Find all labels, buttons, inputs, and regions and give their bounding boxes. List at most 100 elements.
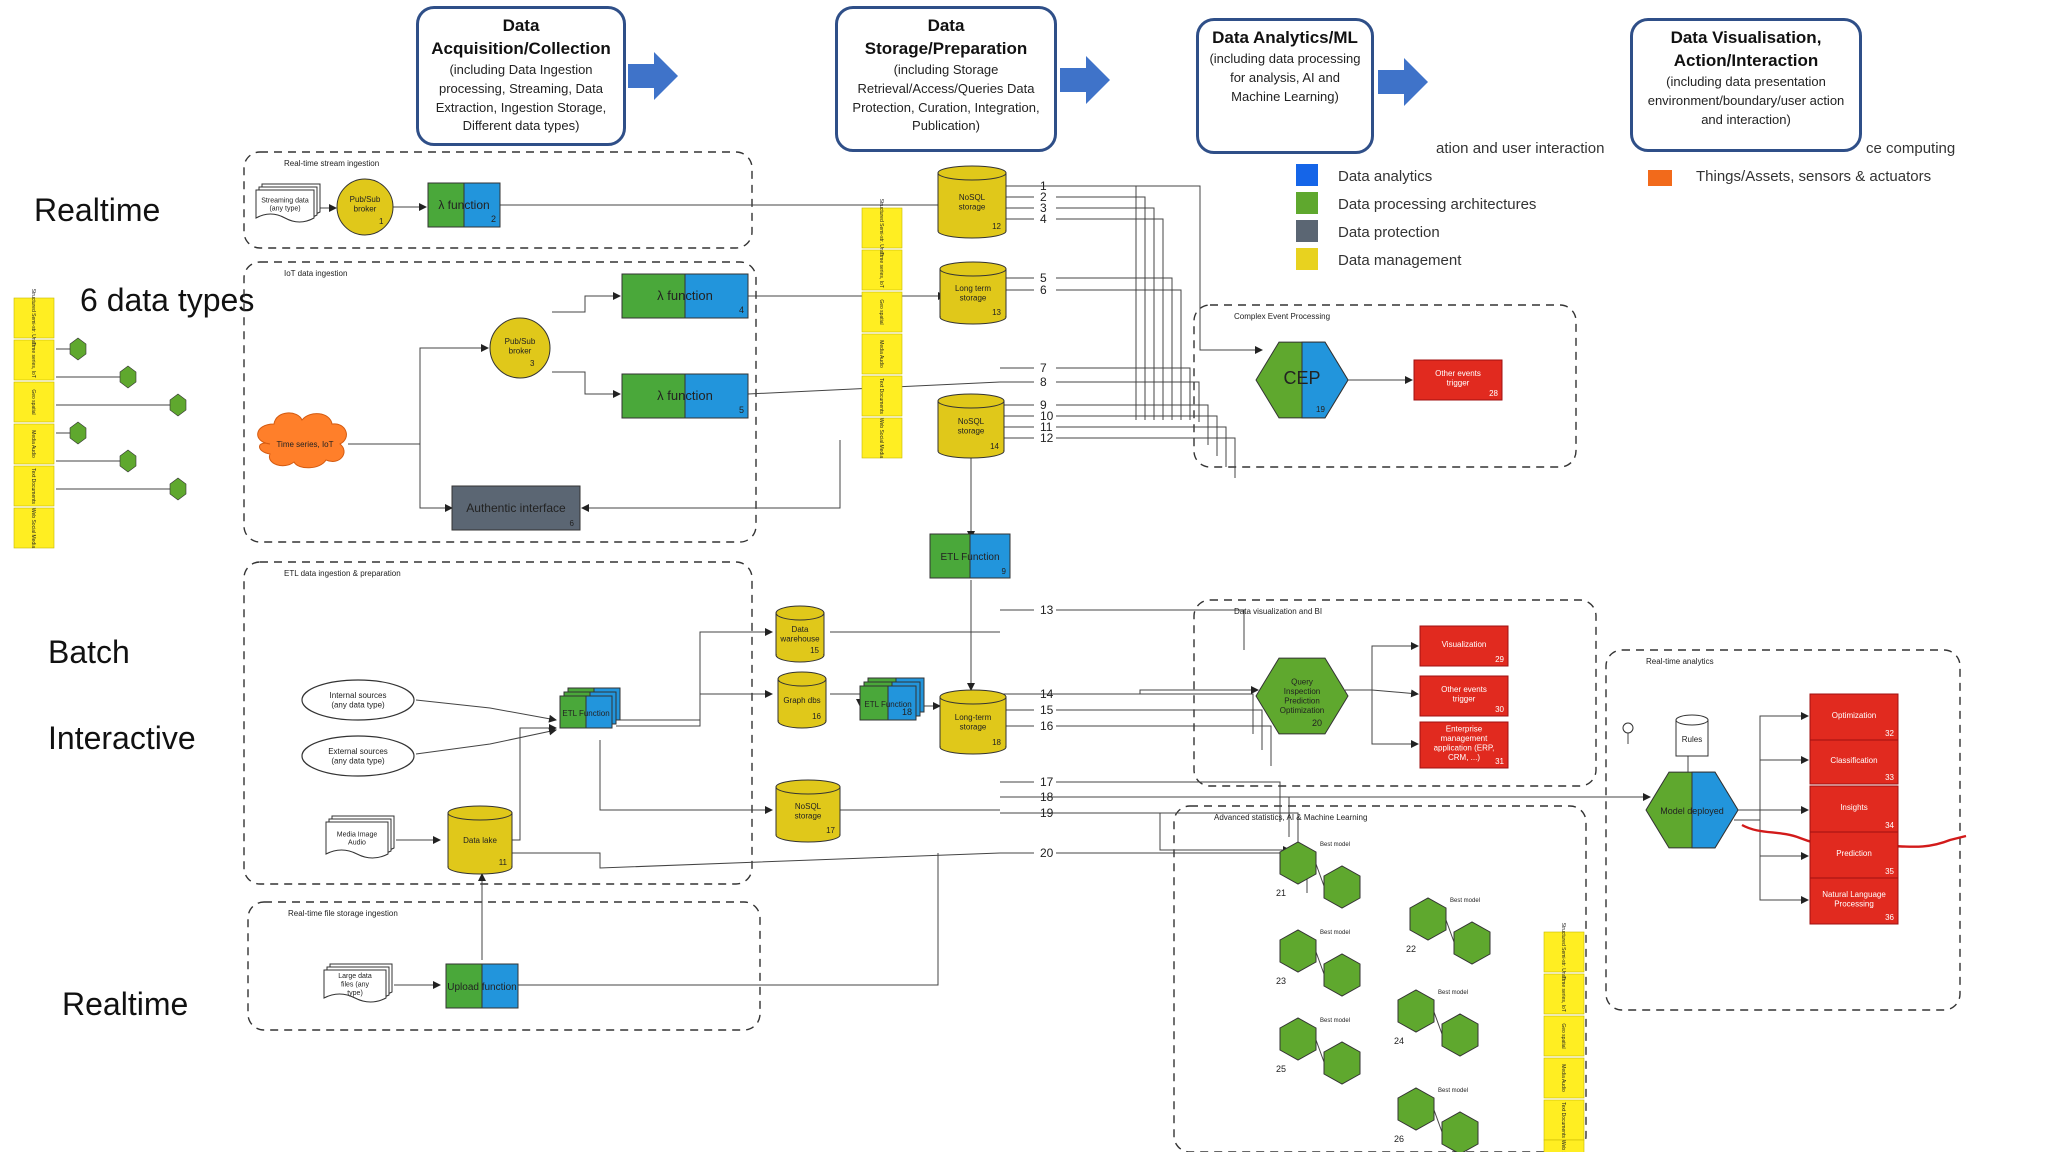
bus-route-1 bbox=[1056, 185, 1137, 420]
optimization-32-label: Optimization bbox=[1832, 711, 1876, 720]
bus-label-5: 5 bbox=[1040, 271, 1047, 285]
legend-swatch-3 bbox=[1296, 248, 1318, 270]
line-bi-to-trigger30 bbox=[1371, 689, 1419, 698]
sticky-note-label-5: Web Social Media bbox=[30, 508, 36, 548]
nosql-storage-14-top bbox=[937, 393, 1005, 409]
lambda-function-4-green bbox=[621, 273, 686, 319]
ml-cell-number-2: 23 bbox=[1276, 976, 1286, 986]
legend-swatch-things bbox=[1648, 170, 1672, 186]
line-model-to-nlp bbox=[1759, 856, 1809, 904]
ml-cell-b-0 bbox=[1323, 865, 1361, 909]
sticky-note-12 bbox=[1543, 931, 1585, 973]
etl-function-18-stack-0-number: 18 bbox=[902, 707, 912, 717]
line-bus-to-cep bbox=[1000, 185, 1263, 354]
label-realtime-top: Realtime bbox=[34, 192, 161, 228]
mini-hex-0 bbox=[69, 337, 87, 361]
ml-cell-best-0: Best model bbox=[1320, 842, 1350, 848]
pubsub-broker-1 bbox=[336, 178, 394, 236]
nlp-36 bbox=[1809, 877, 1899, 925]
sticky-note-label-16: Text Documents bbox=[1560, 1102, 1566, 1138]
line-cloud-to-auth bbox=[419, 444, 453, 512]
ml-cell-link-0 bbox=[1315, 863, 1325, 887]
ml-cell-number-1: 22 bbox=[1406, 944, 1416, 954]
sticky-note-label-0: Structured Semi-str. Unstr. bbox=[30, 289, 36, 348]
legend-swatch-0 bbox=[1296, 164, 1318, 186]
sticky-note-16 bbox=[1543, 1099, 1585, 1141]
label-data-types: 6 data types bbox=[80, 282, 255, 318]
mini-hex-2 bbox=[169, 393, 187, 417]
legend-partial-left: ation and user interaction bbox=[1436, 140, 1605, 157]
group-rta-title: Real-time analytics bbox=[1646, 657, 1714, 666]
ml-cell-a-0 bbox=[1279, 841, 1317, 885]
phase-visualisation-title: Data Visualisation, Action/Interaction bbox=[1670, 28, 1822, 70]
data-warehouse-15-top bbox=[775, 605, 825, 621]
bus-route-16 bbox=[1056, 725, 1272, 766]
bus-label-19: 19 bbox=[1040, 806, 1054, 820]
nosql-storage-17-top bbox=[775, 779, 841, 795]
group-etl bbox=[243, 561, 753, 885]
bus-route-10 bbox=[1056, 415, 1218, 456]
longterm-storage-13-fill bbox=[940, 269, 1006, 316]
sticky-note-1 bbox=[13, 339, 55, 381]
nosql-storage-12 bbox=[937, 165, 1007, 239]
legend-partial-right: ce computing bbox=[1866, 140, 1956, 157]
longterm-storage-18 bbox=[939, 689, 1007, 755]
bi-hexagon-number: 20 bbox=[1312, 718, 1322, 728]
legend-item-analytics: Data analytics bbox=[1338, 168, 1433, 185]
line-bi-to-enterprise bbox=[1371, 690, 1419, 748]
legend-partial-things: Things/Assets, sensors & actuators bbox=[1696, 168, 1932, 185]
media-doc-sheet-0 bbox=[325, 821, 389, 859]
ml-cell-best-1: Best model bbox=[1450, 898, 1480, 904]
classification-33-label: Classification bbox=[1830, 756, 1877, 765]
bus-label-9: 9 bbox=[1040, 398, 1047, 412]
model-hexagon-blue-half bbox=[1691, 771, 1739, 849]
pubsub-broker-1-number: 1 bbox=[379, 217, 384, 226]
sticky-note-2 bbox=[13, 381, 55, 423]
ml-cell-number-0: 21 bbox=[1276, 888, 1286, 898]
ml-cell-a-5 bbox=[1397, 1087, 1435, 1131]
bus-route-15 bbox=[1056, 709, 1263, 750]
model-deployed-label: Model deployed bbox=[1660, 806, 1724, 816]
sticky-note-6 bbox=[861, 207, 903, 249]
lambda-function-5-label: λ function bbox=[657, 388, 713, 403]
sticky-note-label-2: Geo spatial bbox=[30, 389, 36, 414]
data-lake-11-top bbox=[447, 805, 513, 821]
nosql-storage-17-number: 17 bbox=[826, 826, 835, 835]
group-realtime-stream bbox=[243, 151, 753, 249]
group-bi-title: Data visualization and BI bbox=[1234, 607, 1322, 616]
bus-label-13: 13 bbox=[1040, 603, 1054, 617]
upload-function-blue bbox=[481, 963, 519, 1009]
bus-label-16: 16 bbox=[1040, 719, 1054, 733]
phase-visualisation-box: Data Visualisation, Action/Interaction (… bbox=[1630, 18, 1862, 152]
line-pubsub-to-lambda4 bbox=[552, 292, 621, 313]
lambda-function-4-label: λ function bbox=[657, 288, 713, 303]
classification-33-number: 33 bbox=[1885, 773, 1894, 782]
ml-cell-link-1 bbox=[1445, 919, 1455, 943]
optimization-32-number: 32 bbox=[1885, 729, 1894, 738]
classification-33 bbox=[1809, 739, 1899, 785]
group-bi bbox=[1193, 599, 1597, 787]
ml-cell-number-5: 26 bbox=[1394, 1134, 1404, 1144]
sticky-note-3 bbox=[13, 423, 55, 465]
ml-cell-link-4 bbox=[1315, 1039, 1325, 1063]
bus-label-4: 4 bbox=[1040, 212, 1047, 226]
rules-db-top bbox=[1675, 714, 1709, 726]
user-icon bbox=[1622, 722, 1634, 734]
longterm-storage-18-number: 18 bbox=[992, 738, 1001, 747]
group-aiml-title: Advanced statistics, AI & Machine Learni… bbox=[1214, 813, 1367, 822]
legend-swatch-2 bbox=[1296, 220, 1318, 242]
graph-dbs-16-top bbox=[777, 671, 827, 687]
line-upload-to-bus bbox=[518, 853, 939, 986]
sticky-note-14 bbox=[1543, 1015, 1585, 1057]
visualization-29 bbox=[1419, 625, 1509, 667]
phase-acquisition-subtitle: (including Data Ingestion processing, St… bbox=[435, 61, 607, 134]
rules-db-label: Rules bbox=[1682, 735, 1702, 744]
